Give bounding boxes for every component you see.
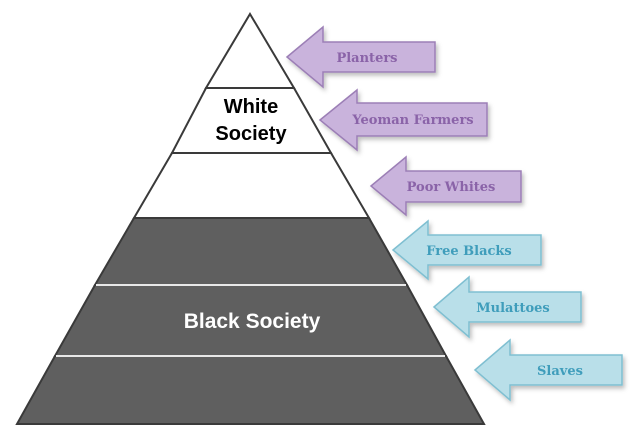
arrow-yeoman-farmers-label: Yeoman Farmers	[351, 113, 473, 128]
tier-slaves	[15, 355, 486, 425]
tier-free-blacks	[93, 217, 409, 286]
arrow-planters	[285, 25, 436, 89]
arrow-yeoman-farmers	[318, 88, 488, 152]
arrow-slaves-label: Slaves	[537, 364, 583, 379]
white-society-label-line2: Society	[215, 123, 287, 145]
arrow-free-blacks-label: Free Blacks	[426, 244, 512, 259]
arrow-free-blacks	[391, 219, 542, 281]
arrow-poor-whites	[369, 155, 522, 217]
arrow-mulattoes	[432, 275, 582, 339]
tier-poor-whites	[132, 152, 371, 219]
black-arrows	[391, 219, 623, 402]
white-society-label-line1: White	[224, 96, 278, 118]
white-arrows	[285, 25, 522, 217]
arrow-mulattoes-label: Mulattoes	[476, 301, 549, 316]
black-society-label: Black Society	[184, 310, 321, 333]
arrow-poor-whites-label: Poor Whites	[407, 180, 496, 195]
arrow-planters-label: Planters	[336, 51, 397, 66]
tier-planters	[204, 12, 296, 89]
arrow-slaves	[473, 338, 623, 402]
pyramid: White Society Black Society	[15, 12, 486, 425]
